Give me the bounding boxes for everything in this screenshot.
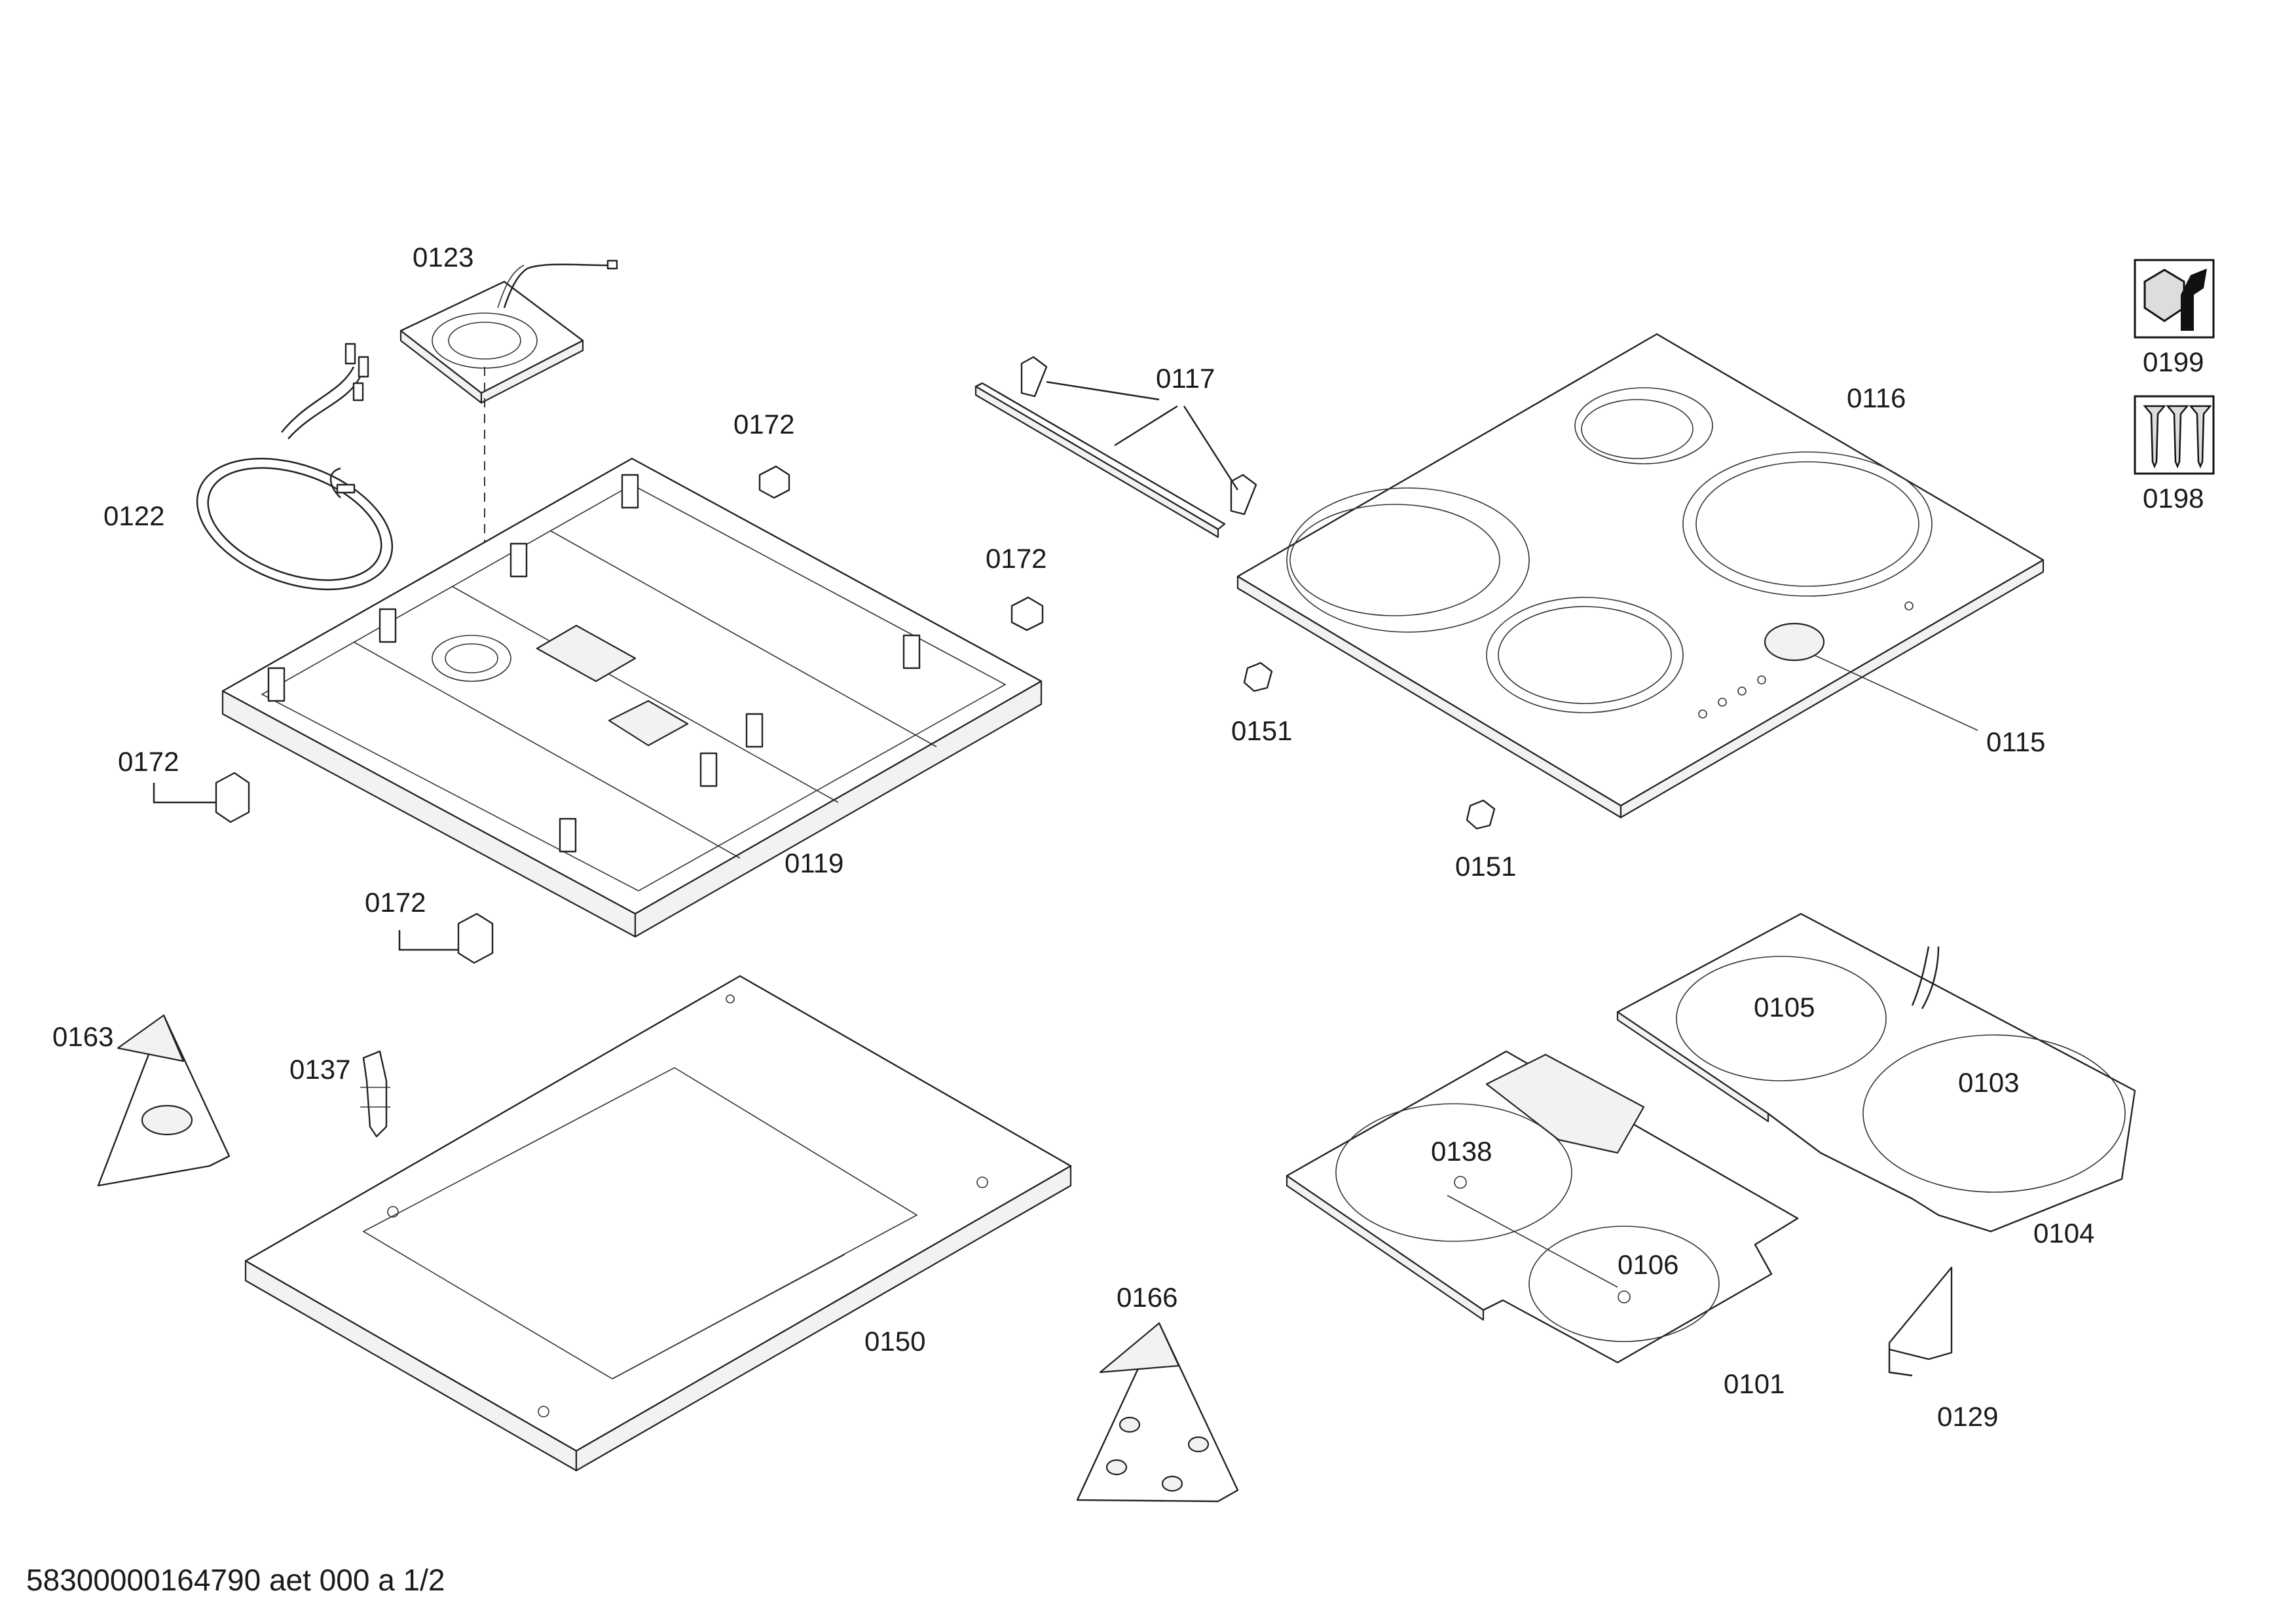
label-0117: 0117	[1156, 363, 1215, 394]
leader-0115	[1813, 654, 1978, 731]
clip-right	[1010, 596, 1044, 631]
label-0166: 0166	[1117, 1282, 1177, 1313]
plug-0137	[360, 1050, 390, 1138]
label-0103: 0103	[1958, 1067, 2019, 1098]
angle-bracket-0129	[1888, 1266, 1953, 1377]
bag-0163	[97, 1014, 231, 1187]
leader-0117-c	[1183, 405, 1239, 491]
heating-element-carrier	[1286, 1050, 1799, 1364]
label-0129: 0129	[1937, 1401, 1998, 1432]
bottom-cover-plate	[244, 975, 1072, 1472]
label-0198: 0198	[2143, 483, 2204, 514]
label-0106: 0106	[1618, 1249, 1678, 1280]
label-0199: 0199	[2143, 347, 2204, 377]
buffer-upper	[1243, 662, 1273, 692]
bracket-rail	[974, 356, 1257, 538]
screws-icon	[2134, 395, 2215, 475]
clip-top	[758, 465, 790, 499]
buffer-lower	[1466, 799, 1496, 830]
clip-bottom	[457, 912, 494, 964]
bottom-tray	[221, 457, 1043, 938]
label-0105: 0105	[1754, 992, 1815, 1023]
label-0172-bottom: 0172	[365, 887, 426, 918]
label-0172-top: 0172	[733, 409, 794, 440]
leader-0117-a	[1046, 381, 1160, 401]
label-0151-lower: 0151	[1455, 851, 1516, 882]
label-0172-right: 0172	[986, 543, 1046, 574]
leader-0117-b	[1114, 405, 1178, 447]
power-cable	[196, 343, 394, 591]
label-0116: 0116	[1847, 383, 1906, 413]
screw-bag-0166	[1076, 1322, 1239, 1503]
clip-left	[215, 772, 250, 823]
label-0122: 0122	[103, 500, 164, 531]
ceramic-hob-top	[1236, 333, 2045, 819]
label-0150: 0150	[864, 1326, 925, 1357]
label-0119: 0119	[785, 848, 843, 878]
heating-element-tray	[1616, 912, 2136, 1233]
leader-0106	[1447, 1195, 1618, 1288]
label-0172-left: 0172	[118, 746, 179, 777]
label-0123: 0123	[413, 242, 473, 272]
label-0163: 0163	[52, 1021, 113, 1052]
leader-0172-bottom	[398, 930, 458, 951]
label-0151-upper: 0151	[1231, 715, 1292, 746]
label-0115: 0115	[1986, 726, 2045, 757]
leader-0172-left	[153, 783, 216, 804]
label-0138: 0138	[1431, 1136, 1492, 1167]
label-0137: 0137	[289, 1054, 350, 1085]
label-0104: 0104	[2033, 1218, 2094, 1248]
wrench-nut-icon	[2134, 259, 2215, 339]
fan-assembly	[399, 259, 618, 404]
document-footer: 58300000164790 aet 000 a 1/2	[26, 1563, 445, 1597]
label-0101: 0101	[1724, 1368, 1785, 1399]
